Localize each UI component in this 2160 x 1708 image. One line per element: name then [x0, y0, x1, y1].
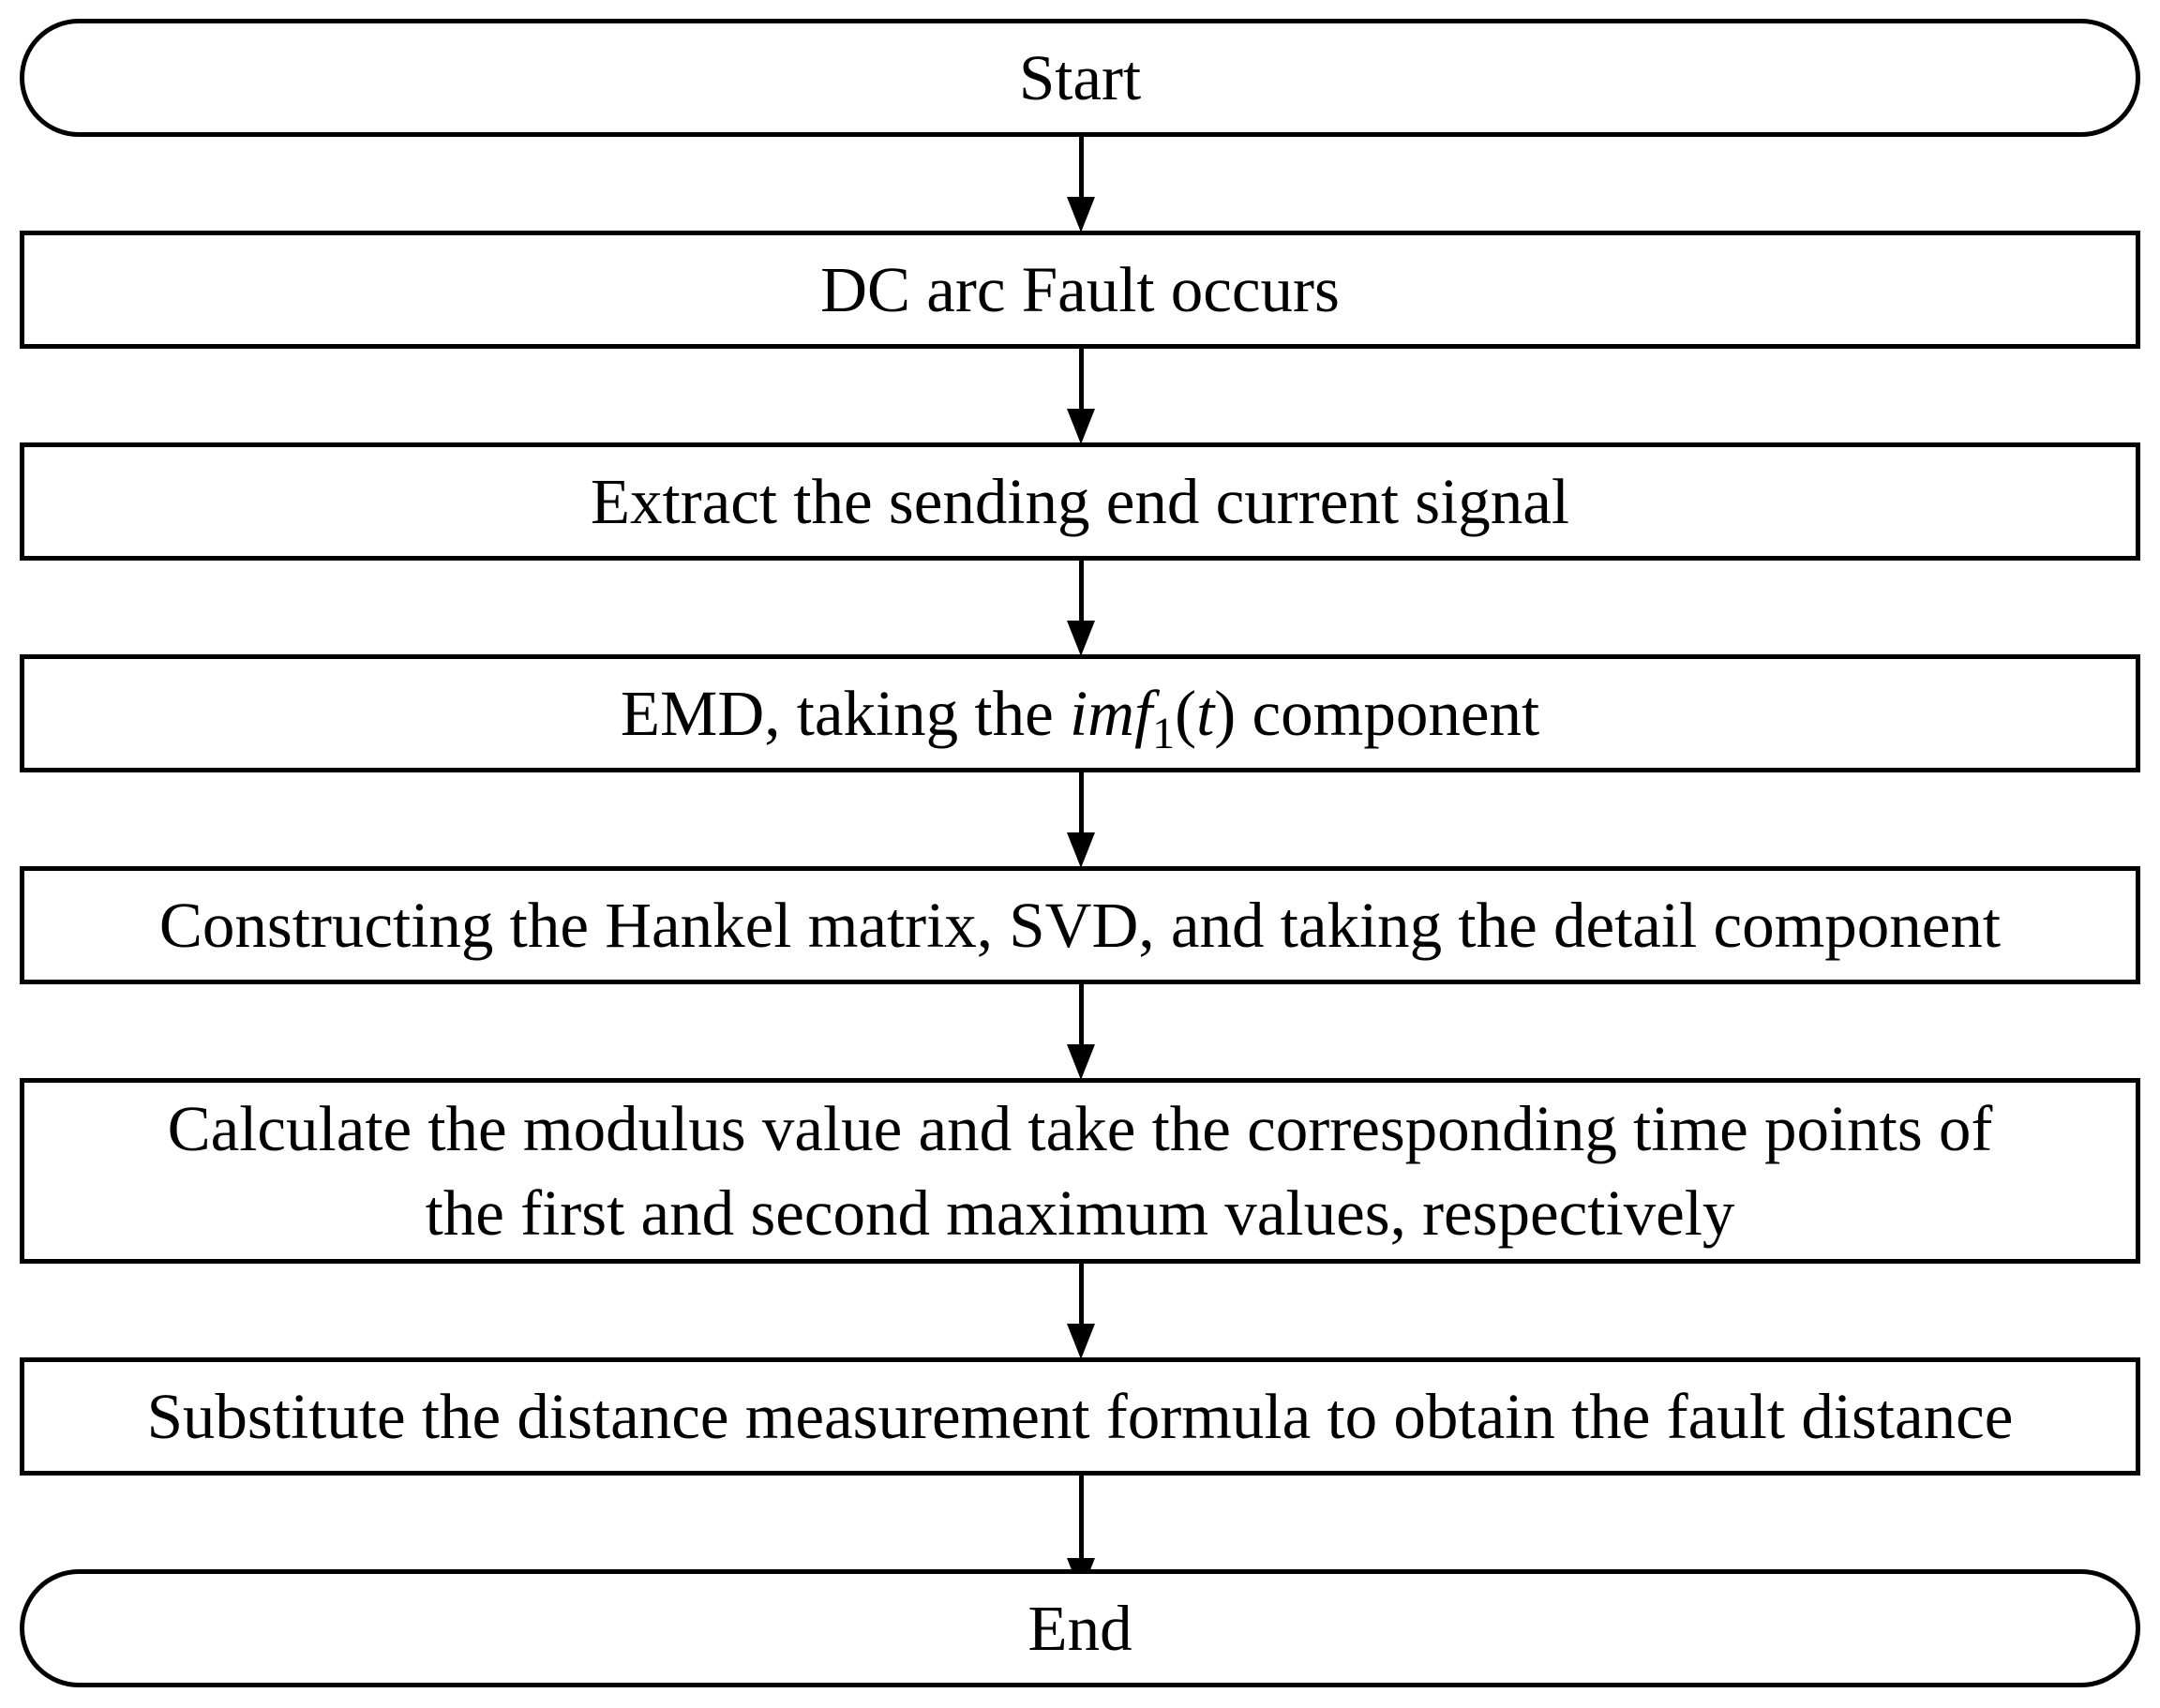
- step-hankel-svd-label: Constructing the Hankel matrix, SVD, and…: [158, 890, 2002, 961]
- step-emd-imf-label: EMD, taking the imf1(t) component: [620, 678, 1540, 758]
- step-emd-imf: EMD, taking the imf1(t) component: [20, 654, 2140, 772]
- imf-variable: imf: [1069, 678, 1153, 749]
- step-distance-formula-label: Substitute the distance measurement form…: [146, 1381, 2014, 1452]
- step-extract-signal-label: Extract the sending end current signal: [590, 466, 1570, 537]
- start-label: Start: [1018, 42, 1142, 113]
- start-terminal: Start: [20, 19, 2140, 137]
- imf-subscript: 1: [1152, 709, 1176, 758]
- end-label: End: [1028, 1593, 1132, 1664]
- step-modulus-maxima: Calculate the modulus value and take the…: [20, 1078, 2140, 1264]
- step-dc-arc-fault: DC arc Fault occurs: [20, 231, 2140, 349]
- step-extract-signal: Extract the sending end current signal: [20, 442, 2140, 561]
- step-distance-formula: Substitute the distance measurement form…: [20, 1357, 2140, 1476]
- step-dc-arc-fault-label: DC arc Fault occurs: [820, 254, 1340, 325]
- step-modulus-maxima-line2: the first and second maximum values, res…: [425, 1177, 1735, 1249]
- step-modulus-maxima-line1: Calculate the modulus value and take the…: [167, 1093, 1993, 1164]
- end-terminal: End: [20, 1569, 2140, 1687]
- step-hankel-svd: Constructing the Hankel matrix, SVD, and…: [20, 866, 2140, 984]
- time-variable: t: [1196, 678, 1215, 749]
